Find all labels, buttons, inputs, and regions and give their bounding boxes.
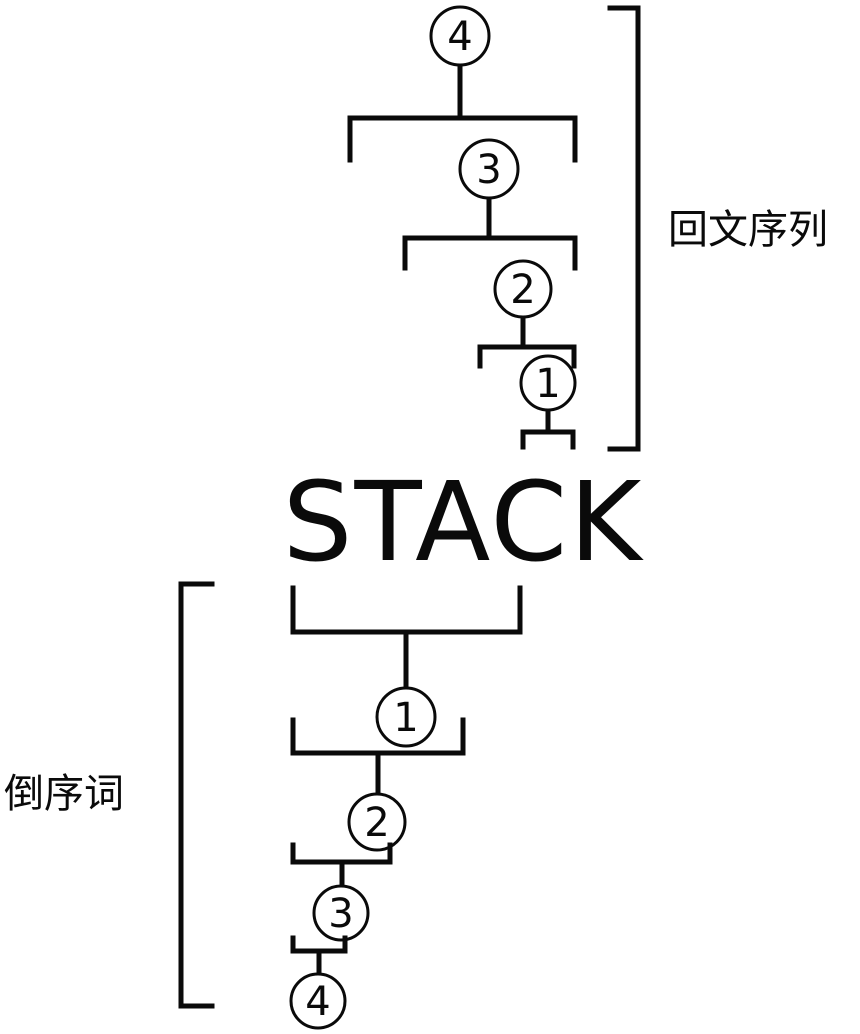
top-node-1-label: 1 (535, 361, 560, 407)
top-node-1-circle (519, 354, 577, 412)
top-node-2-circle (493, 259, 553, 319)
bottom-node-3-circle (312, 884, 370, 942)
bottom-bracket-1 (290, 585, 523, 635)
bottom-node-1-circle (375, 686, 437, 748)
bottom-group-label: 倒序词 (4, 771, 124, 817)
bottom-node-4-label: 4 (305, 979, 330, 1025)
top-bracket-2 (402, 235, 578, 271)
top-side-bracket (607, 5, 641, 452)
top-node-4-circle (429, 5, 491, 67)
top-bracket-1 (347, 115, 578, 163)
top-node-3-label: 3 (476, 147, 501, 193)
top-bracket-3 (477, 344, 577, 369)
bottom-group: 1 2 3 4 倒序词 (4, 581, 523, 1030)
bottom-node-1-label: 1 (393, 695, 418, 741)
stack-word: STACK (283, 458, 645, 586)
bottom-node-2-label: 2 (364, 800, 389, 846)
top-group-label: 回文序列 (668, 207, 828, 253)
top-node-4-label: 4 (447, 14, 472, 60)
bottom-node-4-circle (289, 972, 347, 1030)
top-node-3-circle (458, 138, 520, 200)
top-bracket-4 (520, 429, 576, 450)
bottom-node-2-circle (347, 792, 407, 852)
bottom-node-3-label: 3 (328, 891, 353, 937)
top-group: 4 3 2 1 回文序列 (347, 5, 828, 452)
top-node-2-label: 2 (510, 267, 535, 313)
bottom-side-bracket (178, 581, 215, 1009)
